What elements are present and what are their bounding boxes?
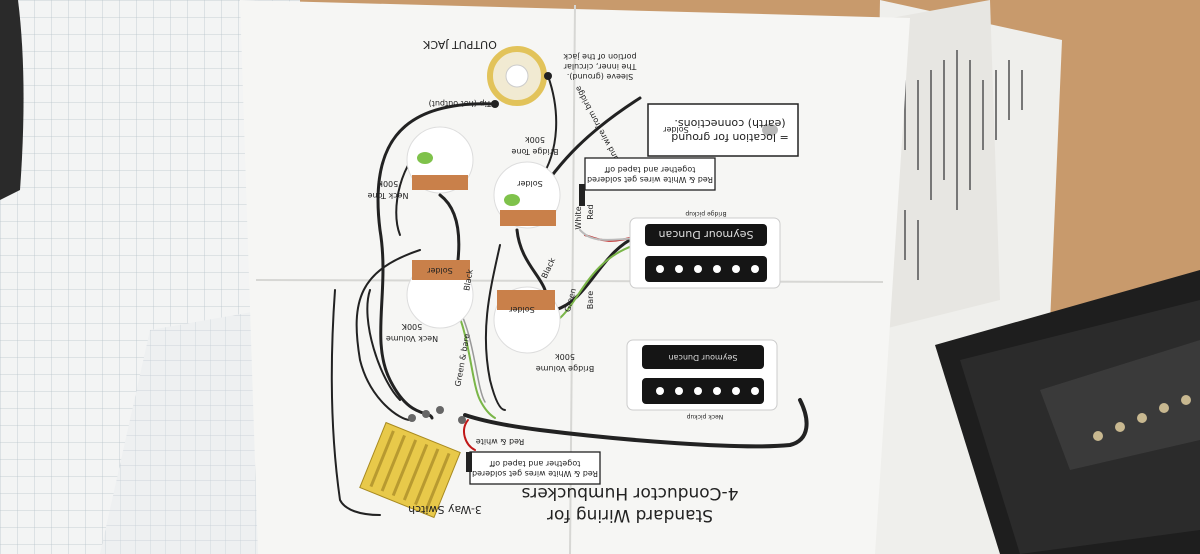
neck-volume-value: 500K [401, 322, 422, 331]
jack-sleeve-label-3: portion of the jack [563, 52, 637, 61]
bottom-note-line2: together and taped off [489, 459, 580, 468]
switch-label: 3-Way Switch [408, 503, 482, 516]
jack-sleeve-label-1: Sleeve (ground). [567, 72, 633, 81]
neck-pickup-caption: Neck pickup [687, 413, 724, 420]
ground-legend-line2: (earth) connections. [674, 117, 785, 130]
neck-pickup-brand: Seymour Duncan [669, 353, 738, 362]
neck-tone-pot [406, 126, 474, 194]
switch-lugs [408, 406, 466, 424]
bridge-pickup-brand: Seymour Duncan [659, 228, 754, 241]
bridge-tone-value: 500k [525, 135, 545, 144]
wire-label-red-white: Red & white [476, 437, 524, 446]
neck-volume-solder: Solder [427, 266, 453, 275]
bottom-note-line1: Red & White wires get soldered [472, 469, 598, 478]
output-jack-label: OUTPUT JACK [422, 38, 496, 51]
wire-label-bare: Bare [586, 291, 595, 310]
bridge-pickup [629, 217, 781, 289]
neck-pickup-poles [656, 387, 759, 395]
neck-volume-pot: Solder [406, 260, 474, 329]
box-pickup-screws [1093, 395, 1191, 441]
diagram-title: Standard Wiring for [547, 505, 713, 525]
bridge-volume-value: 500k [555, 352, 575, 361]
dark-object [0, 0, 24, 200]
bridge-tone-name: Bridge Tone [511, 147, 558, 156]
neck-tone-name: Neck Tone [367, 191, 408, 200]
bridge-volume-name: Bridge Volume [536, 364, 594, 373]
bridge-pickup-poles [656, 265, 759, 273]
jack-sleeve-label-2: The inner, circular [563, 62, 637, 71]
top-note-line2: together and taped off [604, 165, 695, 174]
diagram-subtitle: 4-Conductor Humbuckers [521, 483, 738, 503]
three-way-switch [359, 421, 461, 519]
bridge-tone-solder: Solder [517, 179, 543, 188]
bottom-note-box [469, 451, 601, 485]
bridge-volume-pot: Solder [493, 286, 561, 354]
wire-label-black-2: Black [462, 268, 475, 291]
ground-legend-marker: Solder [663, 125, 689, 134]
wire-label-white: White [574, 206, 583, 229]
neck-tone-value: 500K [377, 179, 398, 188]
top-note-box [584, 157, 716, 191]
ground-marker-icon [762, 124, 778, 136]
bridge-tone-pot: Solder [493, 161, 561, 229]
bridge-pickup-caption: Bridge pickup [685, 210, 726, 217]
top-note-line1: Red & White wires get soldered [587, 175, 713, 184]
neck-pickup [626, 339, 778, 411]
jack-tip-label: Tip (hot output) [429, 99, 493, 108]
ground-legend-line1: = location for ground [671, 131, 788, 144]
wire-label-red: Red [586, 204, 595, 219]
neck-volume-name: Neck Volume [386, 334, 438, 343]
bridge-volume-solder: Solder [509, 305, 535, 314]
